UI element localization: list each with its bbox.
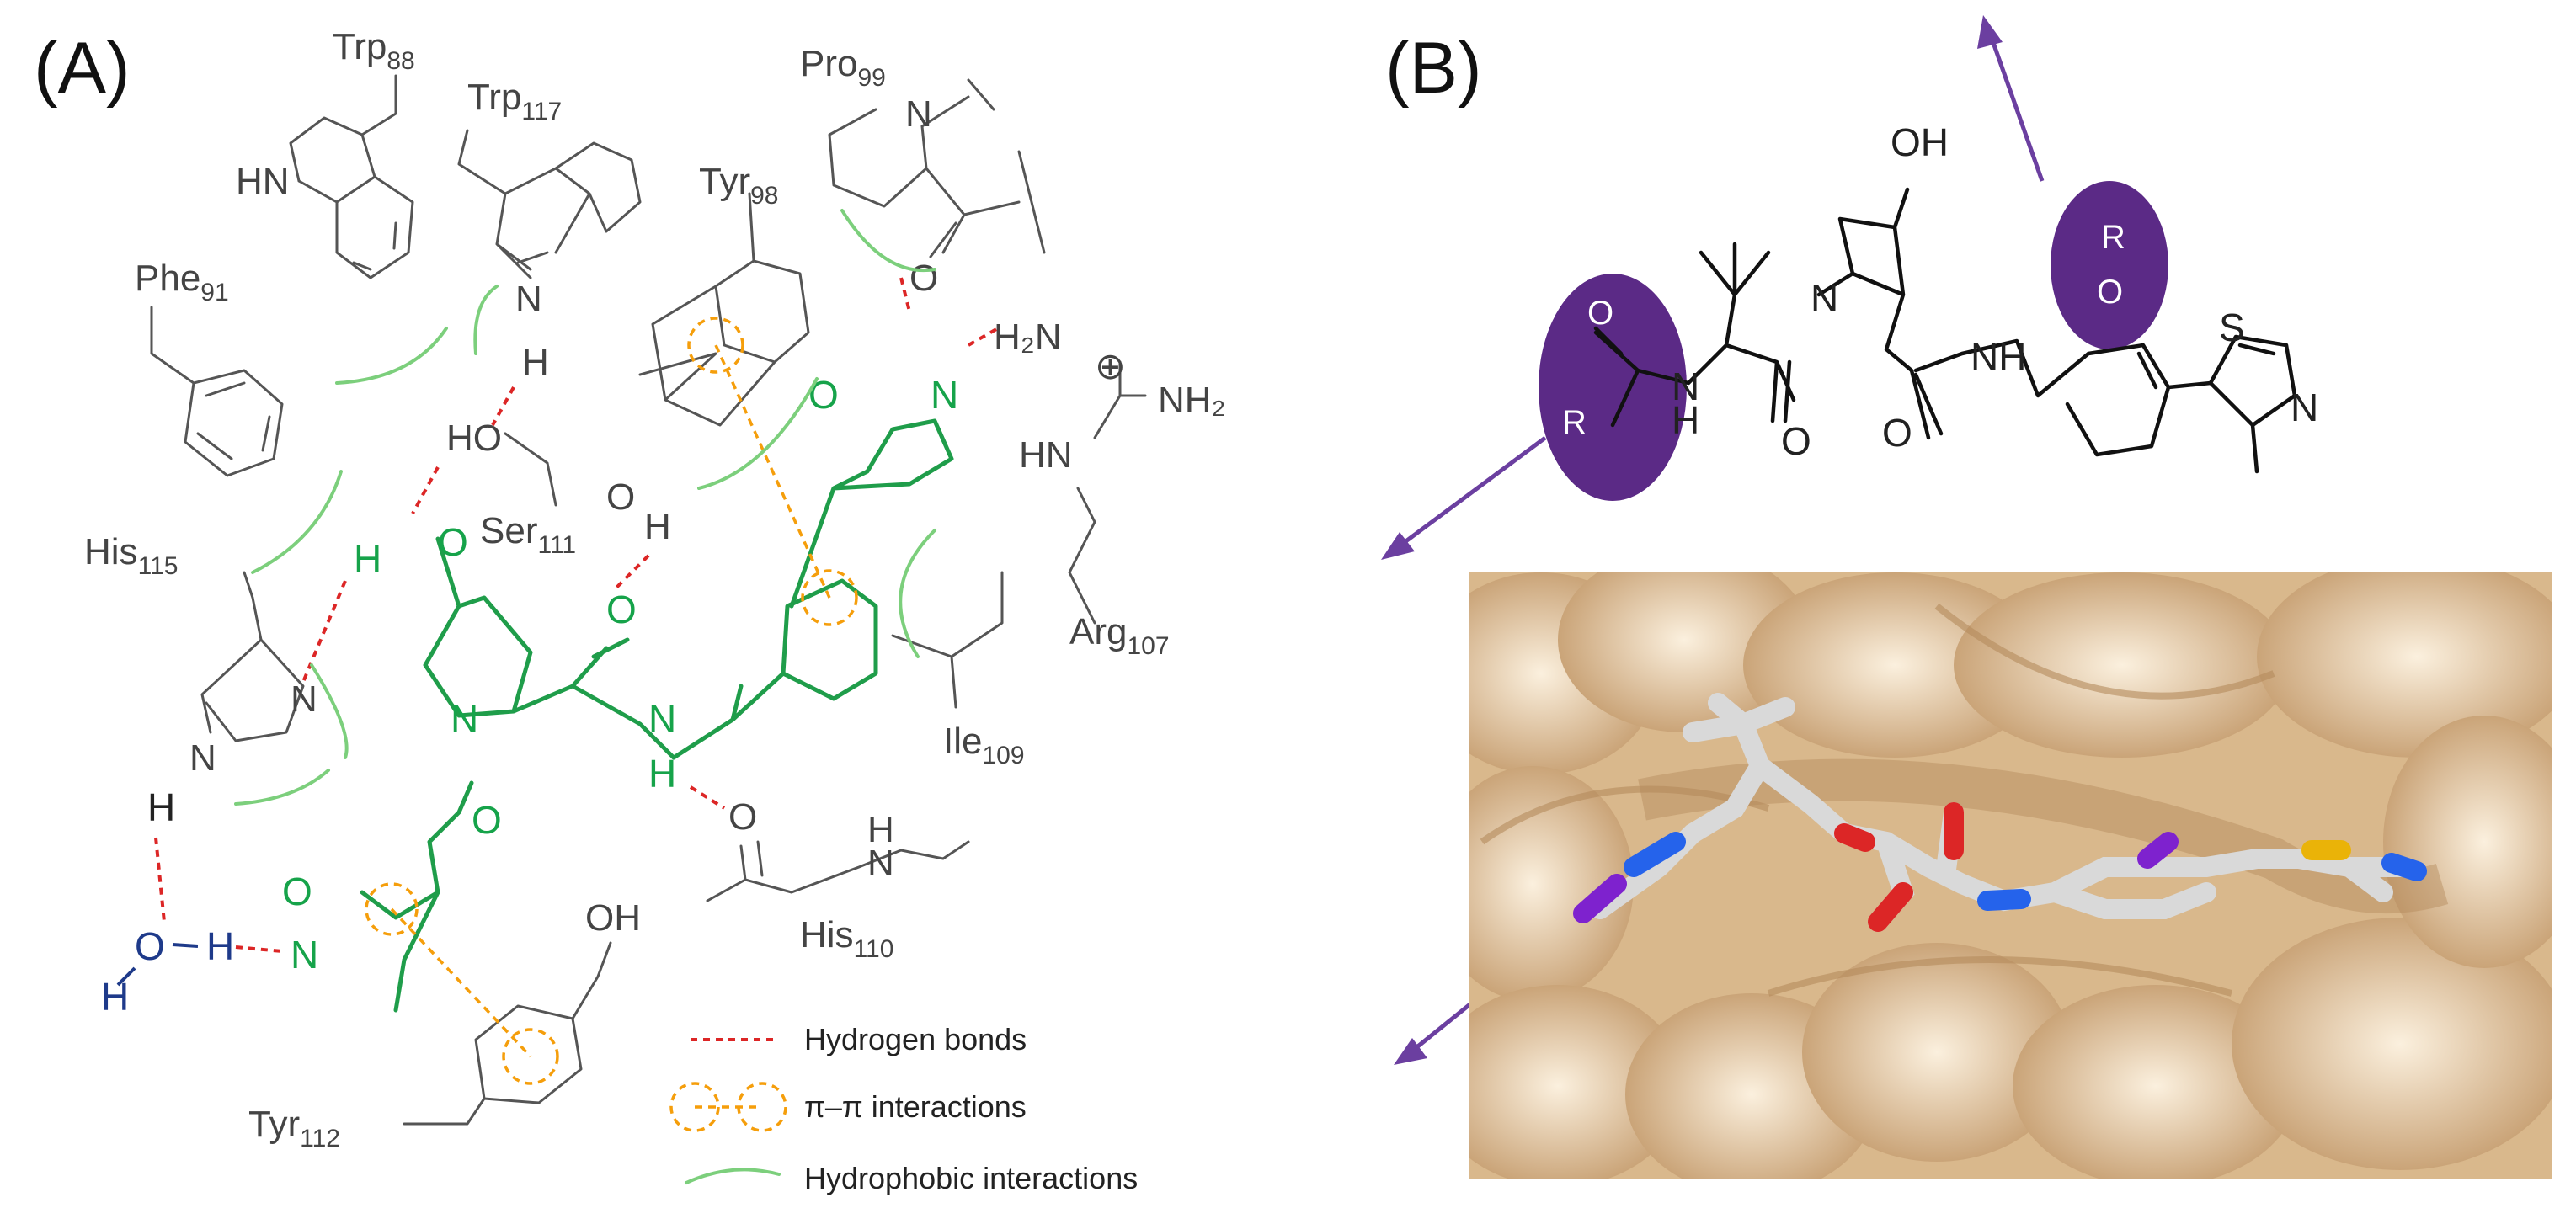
svg-text:Pro99: Pro99 [800, 43, 886, 92]
protein-surface-image [1469, 572, 2552, 1179]
svg-text:His115: His115 [84, 531, 178, 580]
svg-text:Tyr112: Tyr112 [248, 1104, 340, 1152]
pi-pi-interactions [365, 317, 858, 1085]
svg-text:Trp88: Trp88 [333, 26, 415, 75]
svg-text:O: O [1781, 419, 1811, 463]
svg-text:HN: HN [236, 161, 290, 202]
svg-text:H: H [101, 975, 129, 1019]
svg-text:H: H [648, 752, 676, 796]
svg-text:NH₂: NH₂ [1158, 380, 1226, 421]
svg-text:N: N [291, 679, 317, 720]
svg-text:H: H [1672, 398, 1699, 442]
svg-text:O: O [2097, 274, 2123, 311]
svg-text:Arg107: Arg107 [1069, 611, 1170, 660]
panel-b-label: (B) [1385, 28, 1482, 109]
svg-text:H: H [644, 506, 671, 547]
legend-hydrophobic-swatch [685, 1168, 781, 1184]
svg-text:H: H [147, 785, 175, 829]
ligand-structure: O H N O N H O O N O N [282, 373, 958, 1013]
svg-text:N: N [515, 279, 542, 320]
svg-text:R: R [2101, 219, 2125, 256]
svg-text:N: N [291, 933, 318, 977]
svg-text:N: N [451, 697, 478, 741]
svg-text:Tyr98: Tyr98 [699, 161, 778, 210]
residue-pro99: Pro99 N O [800, 43, 1046, 299]
svg-text:O: O [728, 796, 757, 838]
svg-text:H: H [206, 924, 234, 968]
svg-text:N: N [1672, 365, 1699, 408]
svg-text:Ser111: Ser111 [480, 510, 576, 559]
svg-text:O: O [1587, 295, 1613, 332]
residue-tyr112: Tyr112 OH [248, 897, 641, 1152]
right-substituent-highlight [2051, 181, 2168, 349]
legend-pi-label: π–π interactions [804, 1089, 1027, 1124]
svg-text:⊕: ⊕ [1095, 346, 1126, 387]
svg-text:OH: OH [585, 897, 641, 939]
svg-text:R: R [1562, 404, 1587, 441]
residue-trp117: Trp117 N H [457, 77, 642, 383]
panel-a-label: (A) [34, 28, 131, 109]
svg-text:Trp117: Trp117 [467, 77, 562, 125]
svg-text:Ile109: Ile109 [943, 721, 1025, 769]
svg-text:HN: HN [1019, 434, 1073, 476]
svg-text:His110: His110 [800, 914, 893, 963]
residue-tyr98: Tyr98 O H [606, 161, 810, 547]
ligand-skeletal-formula: OH N N H O O NH S N R O R O [1562, 120, 2318, 474]
legend-hbond-label: Hydrogen bonds [804, 1022, 1027, 1056]
residue-phe91: Phe91 [135, 258, 284, 477]
svg-text:O: O [472, 798, 502, 842]
svg-text:H: H [522, 342, 549, 383]
svg-text:N: N [905, 93, 932, 135]
svg-text:S: S [2219, 306, 2245, 349]
residue-trp88: Trp88 HN [236, 26, 415, 279]
hydrogen-bonds [154, 277, 999, 953]
svg-text:H₂N: H₂N [994, 317, 1062, 358]
water-molecule: O H H [101, 924, 234, 1019]
svg-text:NH: NH [1971, 335, 2026, 379]
hydrophobic-contacts [234, 209, 936, 806]
svg-text:O: O [808, 373, 839, 417]
svg-text:N: N [1811, 276, 1838, 320]
legend-pi-swatch [669, 1082, 720, 1132]
svg-text:N: N [867, 843, 894, 884]
residue-ile109: Ile109 [891, 571, 1025, 769]
svg-text:H: H [354, 537, 381, 581]
svg-text:O: O [606, 588, 637, 631]
svg-text:Phe91: Phe91 [135, 258, 229, 306]
svg-text:N: N [931, 373, 958, 417]
left-substituent-highlight [1539, 274, 1687, 501]
residue-his110: O H N His110 [706, 796, 970, 963]
svg-text:N: N [2291, 386, 2318, 429]
legend-hydrophobic-label: Hydrophobic interactions [804, 1161, 1138, 1195]
svg-text:O: O [438, 520, 468, 564]
legend: Hydrogen bonds π–π interactions Hydropho… [669, 1022, 1138, 1195]
svg-text:O: O [135, 924, 165, 968]
svg-text:O: O [1882, 411, 1912, 455]
svg-text:N: N [648, 697, 676, 741]
svg-text:O: O [282, 870, 312, 913]
residue-his115: His115 N N H [84, 531, 317, 829]
residue-arg107: H₂N ⊕ NH₂ HN Arg107 [994, 317, 1226, 660]
svg-text:H: H [867, 809, 894, 850]
svg-text:O: O [909, 258, 938, 299]
svg-text:OH: OH [1891, 120, 1949, 164]
svg-text:O: O [606, 476, 635, 518]
svg-text:N: N [189, 737, 216, 779]
